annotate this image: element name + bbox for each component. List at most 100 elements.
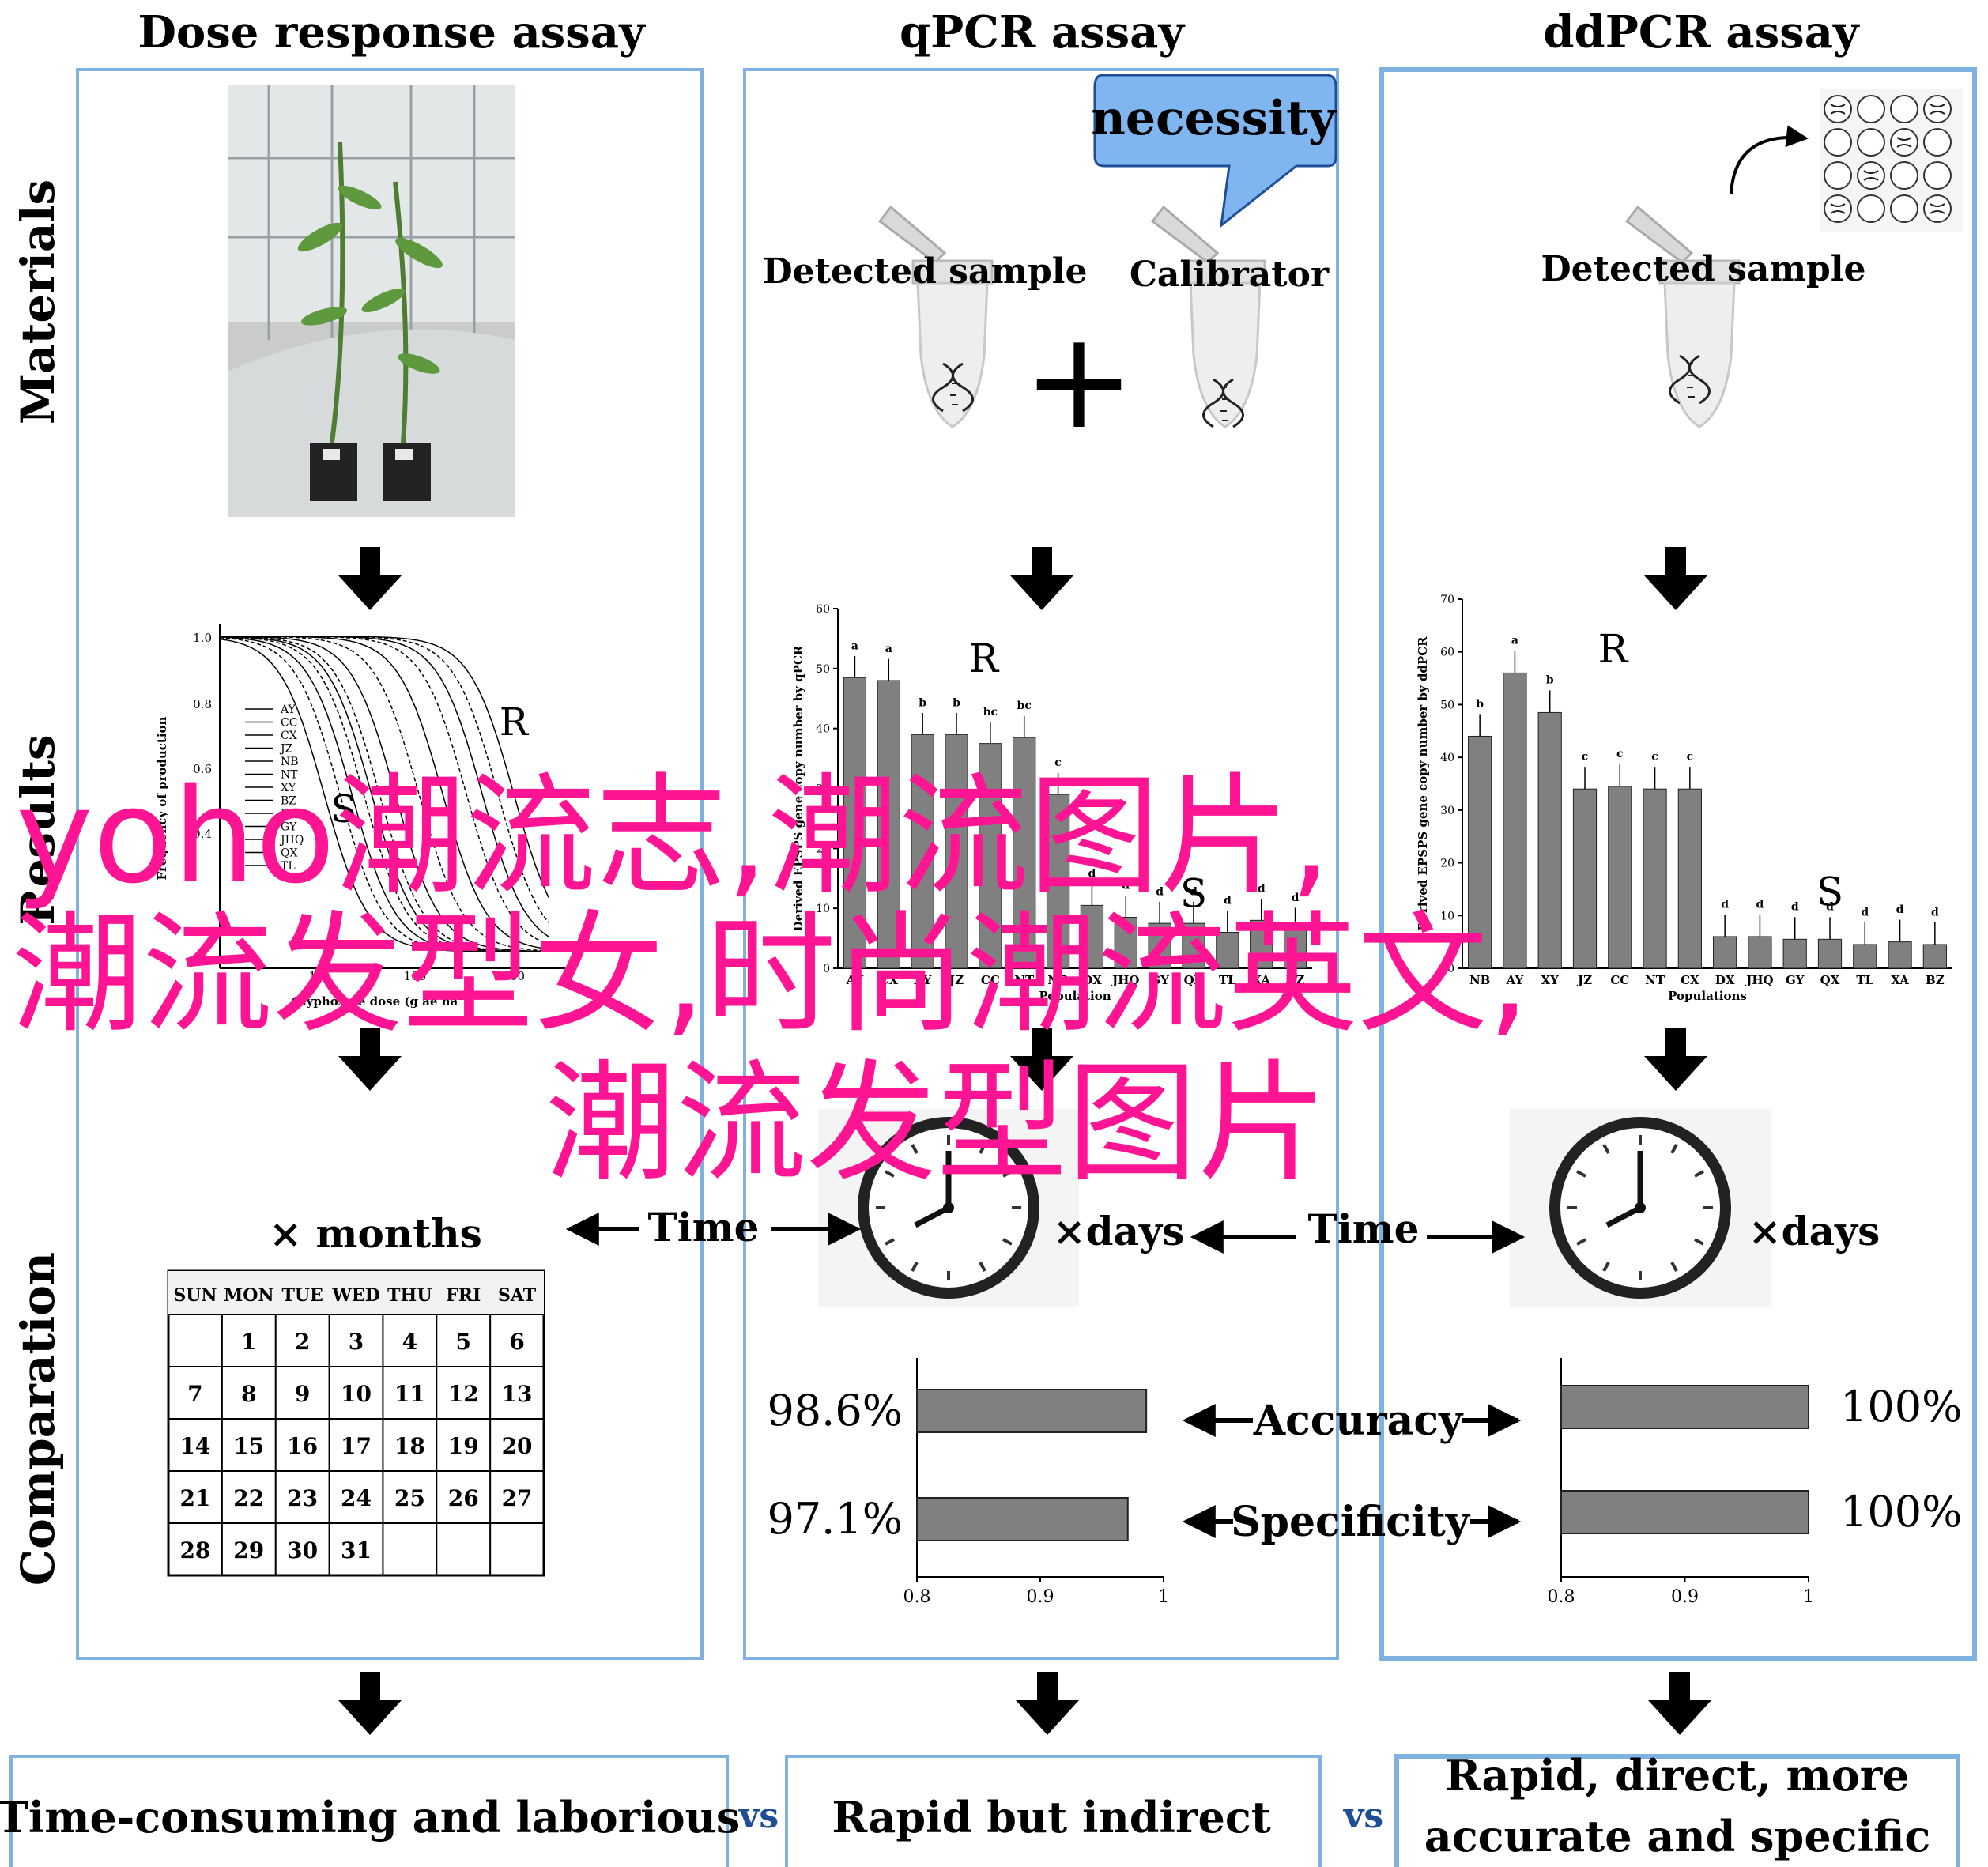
y-tick-label: 10 xyxy=(816,903,830,915)
down-arrow-icon xyxy=(1016,1672,1079,1735)
droplet-icon xyxy=(1857,194,1885,223)
significance-letter: d xyxy=(1258,882,1266,895)
category-label: NT xyxy=(1014,973,1035,987)
calendar-date: 7 xyxy=(187,1381,202,1407)
category-label: CX xyxy=(879,973,898,987)
droplet-dna-icon xyxy=(1930,104,1945,115)
y-axis-label: Derived EPSPS gene copy number by ddPCR xyxy=(1416,636,1430,931)
bar xyxy=(1748,936,1772,969)
significance-letter: a xyxy=(851,639,858,652)
category-label: NB xyxy=(1047,973,1068,987)
down-arrow-icon xyxy=(1648,1672,1711,1735)
dose-curve-line xyxy=(219,636,549,952)
watermark-line-2: 潮流发型女,时尚潮流英文, xyxy=(12,899,1530,1050)
calendar-day-header: MON xyxy=(224,1285,274,1306)
significance-letter: c xyxy=(1687,750,1694,763)
category-label: JZ xyxy=(948,973,964,987)
calibrator-tube-icon xyxy=(1151,206,1266,428)
droplet-icon xyxy=(1857,95,1885,123)
header-dose-response: Dose response assay xyxy=(138,6,646,58)
vs-label: vs xyxy=(1343,1796,1383,1836)
legend-entry: QX xyxy=(281,847,297,860)
droplet-icon xyxy=(1890,95,1918,123)
y-tick-label: 70 xyxy=(1440,594,1454,606)
significance-letter: d xyxy=(1721,898,1729,911)
dose-ytick: 1.0 xyxy=(193,631,212,645)
bar xyxy=(1560,1385,1809,1429)
calendar-date: 6 xyxy=(509,1329,524,1355)
legend-entry: GY xyxy=(281,821,297,834)
dose-curve-line xyxy=(219,636,549,952)
droplet-dna-icon xyxy=(1863,170,1879,181)
row-label-comparation: Comparation xyxy=(11,1252,65,1586)
category-label: XY xyxy=(1541,973,1560,987)
significance-letter: c xyxy=(1616,748,1624,760)
y-tick-label: 60 xyxy=(1440,647,1454,659)
calendar-date: 12 xyxy=(448,1381,479,1407)
bar xyxy=(1713,936,1737,969)
calendar-date: 16 xyxy=(287,1433,318,1459)
ddpcr-detected-sample-label: Detected sample xyxy=(1541,249,1866,289)
bar xyxy=(1046,794,1070,969)
category-label: GY xyxy=(1786,973,1805,987)
down-arrow-icon xyxy=(1644,547,1707,610)
droplet-icon xyxy=(1890,128,1918,157)
significance-letter: d xyxy=(1156,885,1164,898)
droplet-dna-icon xyxy=(1930,203,1945,214)
significance-letter: bc xyxy=(1017,700,1032,712)
calendar-date: 19 xyxy=(448,1433,479,1459)
category-label: XY xyxy=(914,973,932,987)
x-tick-label: 1 xyxy=(1158,1587,1169,1607)
droplet-grid-icon xyxy=(1820,89,1963,232)
bar xyxy=(1250,919,1273,969)
y-tick-label: 50 xyxy=(1440,699,1454,711)
legend-entry: JZ xyxy=(279,743,293,756)
region-label-r: R xyxy=(1598,626,1629,672)
dose-region-label-r: R xyxy=(500,700,530,745)
conclusion-dose: Time-consuming and laborious xyxy=(0,1792,740,1842)
y-tick-label: 10 xyxy=(1440,910,1454,922)
category-label: TL xyxy=(1219,973,1236,987)
droplet-icon xyxy=(1923,128,1952,157)
down-arrow-icon xyxy=(1644,1028,1707,1091)
category-label: NT xyxy=(1645,973,1665,987)
x-tick-label: 1 xyxy=(1803,1587,1814,1607)
dose-curve-line xyxy=(219,636,549,952)
calendar-date: 20 xyxy=(502,1433,533,1459)
category-label: XA xyxy=(1252,973,1270,987)
calendar-date: 5 xyxy=(455,1329,470,1355)
calendar-date: 27 xyxy=(502,1485,533,1511)
category-label: AY xyxy=(846,973,864,987)
significance-letter: d xyxy=(1896,903,1904,916)
bar xyxy=(945,734,968,969)
category-label: JHQ xyxy=(1745,973,1773,987)
legend-entry: CC xyxy=(281,717,297,730)
legend-entry: CX xyxy=(281,730,297,742)
droplet-icon xyxy=(1857,128,1885,157)
calendar-date: 30 xyxy=(287,1537,318,1563)
significance-letter: d xyxy=(1861,906,1869,918)
x-axis-label: Populations xyxy=(1668,989,1747,1003)
bar xyxy=(1182,922,1205,969)
conclusion-box-ddpcr xyxy=(1394,1754,1960,1867)
bar xyxy=(1853,944,1877,969)
dose-ytick: 0.6 xyxy=(193,762,212,776)
y-tick-label: 0 xyxy=(1447,963,1454,975)
dose-curves xyxy=(219,624,565,969)
droplet-icon xyxy=(1923,161,1952,190)
calendar-day-header: THU xyxy=(387,1285,432,1306)
bar-value-label: 100% xyxy=(1840,1487,1962,1537)
header-qpcr: qPCR assay xyxy=(900,6,1185,58)
panel-ddpcr xyxy=(1379,67,1977,1661)
category-label: JHQ xyxy=(1111,973,1139,987)
calendar-day-header: WED xyxy=(331,1285,380,1306)
bar xyxy=(911,734,934,969)
dose-ytick: 0.8 xyxy=(193,697,212,711)
dose-curve-line xyxy=(219,636,549,952)
dose-region-label-s: S xyxy=(331,787,357,832)
significance-letter: a xyxy=(885,643,892,655)
y-tick-label: 30 xyxy=(816,783,830,796)
watermark-line-3: 潮流发型图片 xyxy=(545,1047,1328,1199)
